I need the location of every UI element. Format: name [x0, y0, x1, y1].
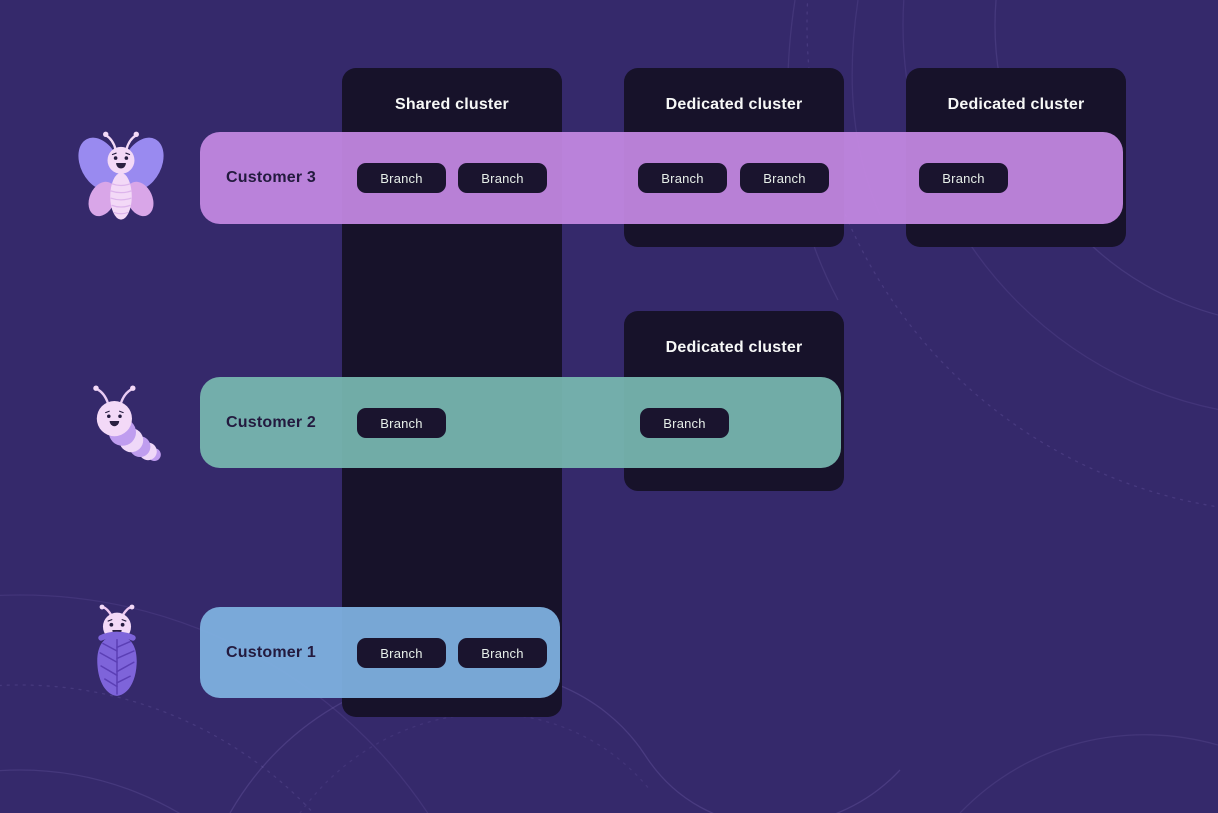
branch-pill: Branch [740, 163, 829, 193]
butterfly-icon [78, 131, 164, 220]
customer-2-label: Customer 2 [226, 413, 317, 431]
chrysalis-icon [97, 604, 137, 696]
branch-pill: Branch [919, 163, 1008, 193]
customer-2-band: Customer 2 [200, 377, 841, 468]
branch-pill: Branch [458, 163, 547, 193]
cluster-title: Dedicated cluster [665, 96, 803, 113]
cluster-title: Shared cluster [395, 96, 509, 113]
branch-pill: Branch [357, 638, 446, 668]
branch-pill: Branch [458, 638, 547, 668]
branch-pill: Branch [638, 163, 727, 193]
branch-pill: Branch [357, 163, 446, 193]
customer-3-label: Customer 3 [226, 169, 317, 186]
customer-1-label: Customer 1 [226, 643, 317, 661]
branch-pill: Branch [640, 408, 729, 438]
branch-pill: Branch [357, 408, 446, 438]
caterpillar-icon [93, 385, 161, 461]
cluster-title: Dedicated cluster [947, 96, 1085, 113]
cluster-title: Dedicated cluster [665, 339, 803, 356]
